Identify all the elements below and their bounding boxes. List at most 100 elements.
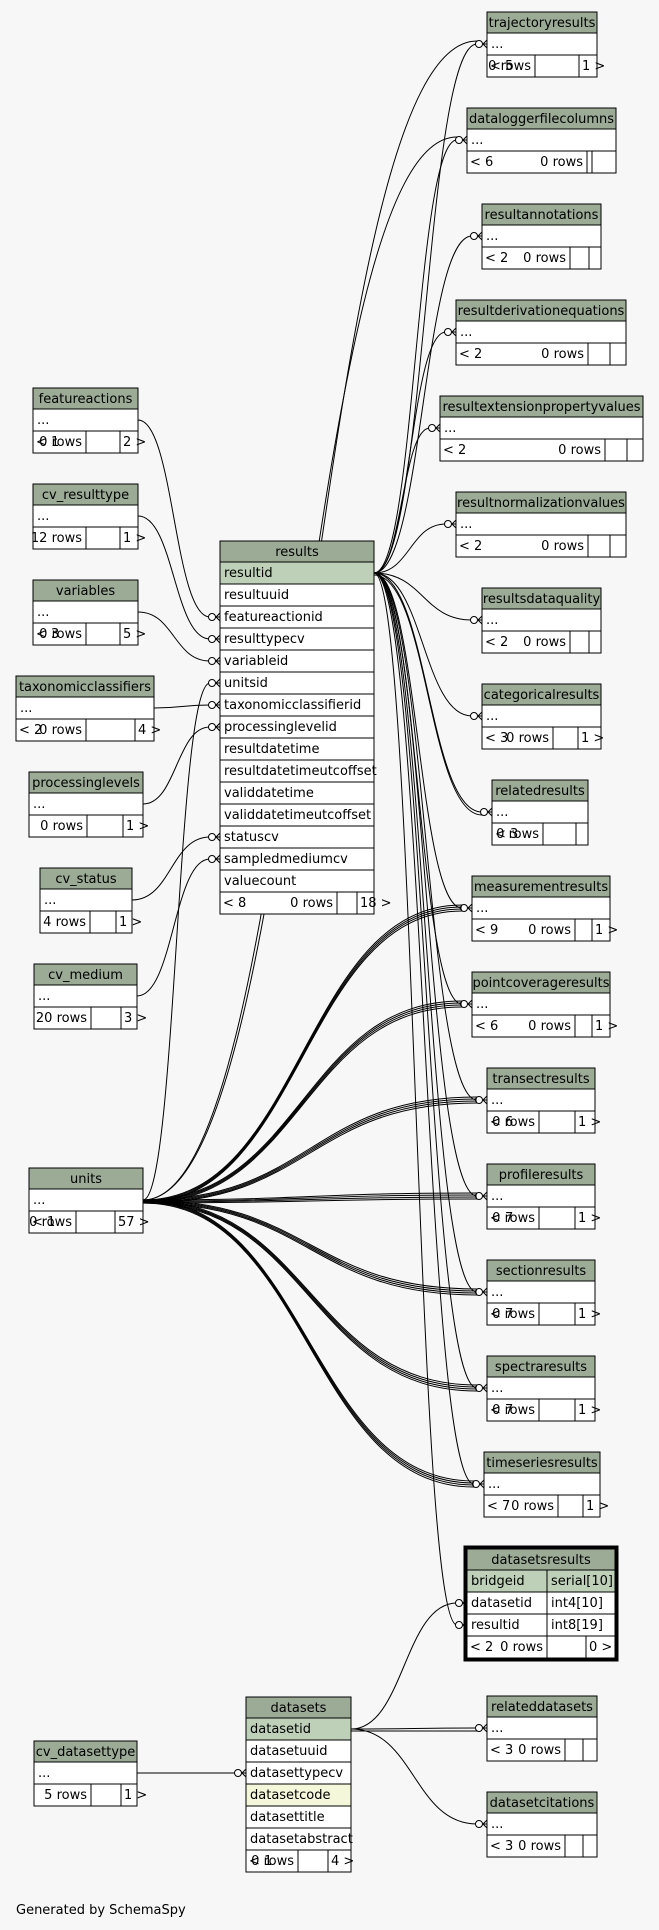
collapsed-columns: ... <box>38 1766 50 1781</box>
table-row[interactable] <box>486 1716 598 1740</box>
row-count: 0 rows <box>492 1211 535 1226</box>
table-row[interactable] <box>439 416 644 440</box>
table-row[interactable] <box>481 224 602 248</box>
table-row[interactable] <box>471 896 611 920</box>
relationship-line <box>373 572 478 1389</box>
collapsed-columns: ... <box>37 413 49 428</box>
table-datasets[interactable]: datasetsdatasetiddatasetuuiddatasettypec… <box>245 1696 354 1873</box>
table-relatedresults[interactable]: relatedresults...< 30 rows <box>491 779 589 846</box>
collapsed-columns: ... <box>491 1381 503 1396</box>
column-resultdatetimeutcoffset: resultdatetimeutcoffset <box>224 764 377 779</box>
optional-marker <box>475 1192 483 1200</box>
relationship-line <box>373 572 475 1485</box>
column-type: serial[10] <box>551 1574 613 1589</box>
table-row[interactable] <box>486 1812 598 1836</box>
table-results[interactable]: resultsresultidresultuuidfeatureactionid… <box>219 540 392 915</box>
relationship-line <box>373 572 473 621</box>
relationship-line <box>373 572 473 717</box>
relationship-line <box>142 1002 463 1202</box>
relationship-line <box>142 1198 478 1204</box>
table-name: datasetsresults <box>491 1553 591 1568</box>
optional-marker <box>208 723 216 731</box>
many-marker <box>462 135 468 145</box>
table-footer <box>33 1006 138 1030</box>
relationship-line <box>373 572 478 1293</box>
relationship-line <box>142 1202 478 1296</box>
collapsed-columns: ... <box>486 613 498 628</box>
child-count: 1 > <box>578 1211 601 1226</box>
relationship-line <box>142 910 463 1204</box>
table-row[interactable] <box>28 792 144 816</box>
relationship-line <box>142 1102 478 1204</box>
relationship-line <box>142 908 463 1203</box>
relationship-line <box>137 515 211 640</box>
optional-marker <box>455 136 463 144</box>
optional-marker <box>475 1384 483 1392</box>
child-count: 1 > <box>578 1115 601 1130</box>
many-marker <box>482 1287 488 1297</box>
table-row[interactable] <box>15 696 155 720</box>
relationship-line <box>350 1727 478 1730</box>
child-count: 57 > <box>118 1215 150 1230</box>
optional-marker <box>455 1599 463 1607</box>
row-count: 0 rows <box>492 1307 535 1322</box>
parent-count: < 2 <box>459 539 482 554</box>
parent-count: < 3 <box>490 1839 513 1854</box>
table-row[interactable] <box>455 320 627 344</box>
column-processinglevelid: processinglevelid <box>224 720 337 735</box>
table-row[interactable] <box>481 704 602 728</box>
collapsed-columns: ... <box>33 797 45 812</box>
optional-marker <box>475 1820 483 1828</box>
optional-marker <box>470 616 478 624</box>
optional-marker <box>472 1480 480 1488</box>
row-count: 0 rows <box>558 443 601 458</box>
table-row[interactable] <box>455 512 627 536</box>
table-row[interactable] <box>483 1472 601 1496</box>
table-footer <box>486 54 598 78</box>
parent-count: < 1 <box>32 1215 55 1230</box>
table-row[interactable] <box>28 1188 144 1212</box>
optional-marker <box>428 424 436 432</box>
table-row[interactable] <box>481 608 602 632</box>
collapsed-columns: ... <box>471 133 483 148</box>
table-row[interactable] <box>471 992 611 1016</box>
relationship-line <box>142 1096 478 1201</box>
table-row[interactable] <box>466 128 617 152</box>
relationship-line <box>142 1098 478 1202</box>
row-count: 4 rows <box>43 915 86 930</box>
table-footer <box>455 342 627 366</box>
relationship-line <box>142 1192 478 1201</box>
optional-marker <box>475 1724 483 1732</box>
table-row[interactable] <box>486 32 598 56</box>
column-unitsid: unitsid <box>224 676 268 691</box>
table-footer <box>491 822 589 846</box>
